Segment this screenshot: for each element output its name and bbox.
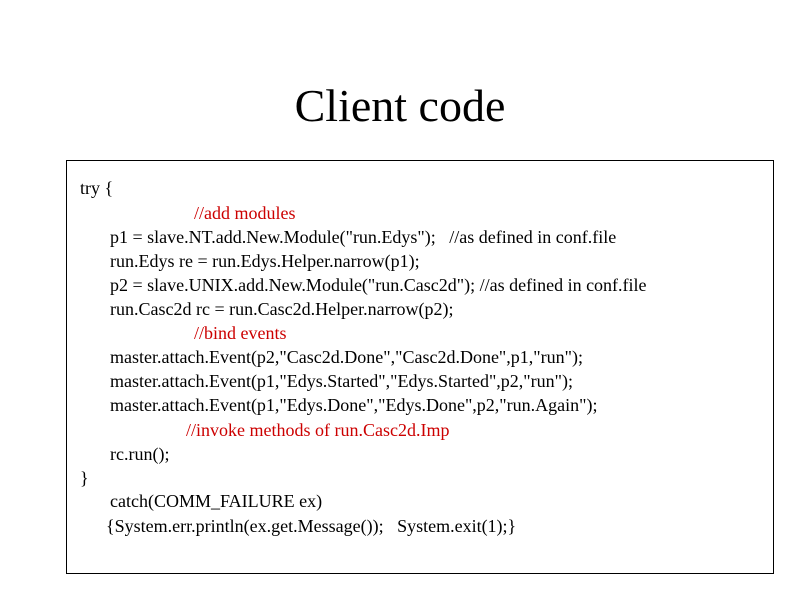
code-line-attach-event-2: master.attach.Event(p1,"Edys.Started","E…: [110, 371, 573, 391]
code-line-p2-assign: p2 = slave.UNIX.add.New.Module("run.Casc…: [110, 275, 647, 295]
code-line-p1-assign: p1 = slave.NT.add.New.Module("run.Edys")…: [110, 227, 617, 247]
code-comment-add-modules: //add modules: [194, 203, 296, 223]
code-line-catch: catch(COMM_FAILURE ex): [110, 491, 323, 511]
code-line-try: try {: [80, 178, 114, 198]
code-line-close-brace: }: [80, 468, 89, 488]
code-comment-invoke-methods: //invoke methods of run.Casc2d.Imp: [186, 420, 450, 440]
code-line-edys-narrow: run.Edys re = run.Edys.Helper.narrow(p1)…: [110, 251, 420, 271]
code-comment-bind-events: //bind events: [194, 323, 287, 343]
code-line-rc-run: rc.run();: [110, 444, 170, 464]
code-line-attach-event-1: master.attach.Event(p2,"Casc2d.Done","Ca…: [110, 347, 583, 367]
code-line-attach-event-3: master.attach.Event(p1,"Edys.Done","Edys…: [110, 395, 598, 415]
code-line-catch-body: {System.err.println(ex.get.Message()); S…: [106, 516, 517, 536]
code-line-casc2d-narrow: run.Casc2d rc = run.Casc2d.Helper.narrow…: [110, 299, 454, 319]
code-block: [66, 160, 774, 574]
slide-title: Client code: [294, 80, 506, 131]
